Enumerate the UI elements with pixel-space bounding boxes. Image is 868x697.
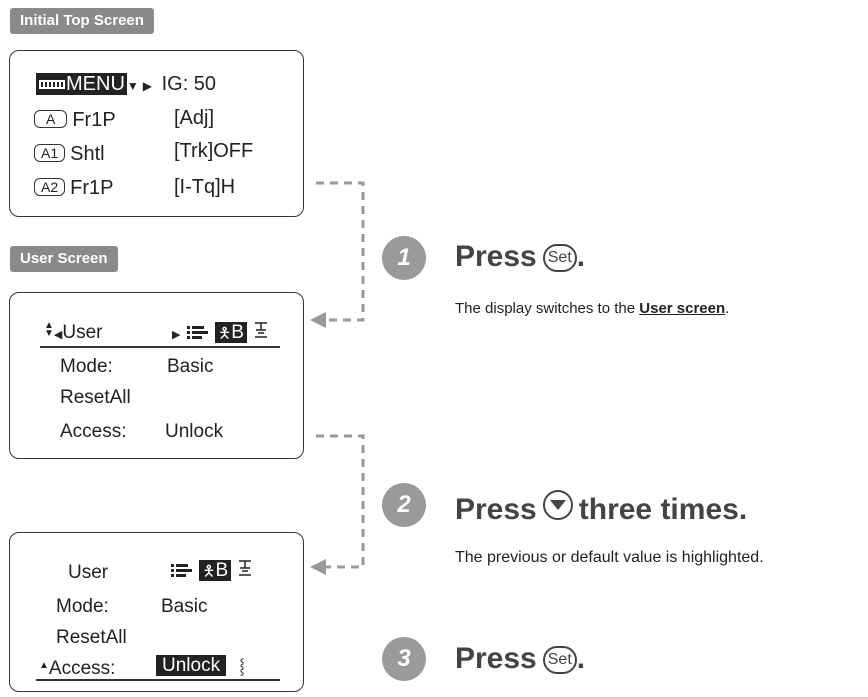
user-header-row: ▲▼◀User [44,321,103,347]
user-screen-label: User Screen [10,246,118,272]
row-a-value: [Adj] [174,107,215,129]
row-a-name: Fr1P [72,109,116,131]
right-arrow-icon: ▶ [172,329,181,341]
step-1-desc-prefix: The display switches to the [455,300,640,317]
access-value-highlight: Unlock [156,655,227,676]
person-icon-2: 🯅 [202,563,216,580]
tab-b-label-2: B [215,560,229,581]
set-key-icon: Set [542,244,577,272]
step-2-title: Press three times. [455,490,747,527]
list-tab-icon [186,326,208,339]
step-1-end: . [576,240,586,273]
mode-value-2: Basic [161,596,208,617]
row-a2-name: Fr1P [70,177,114,199]
user-title: User [62,322,103,343]
key-a-label: A [34,110,68,128]
user-header-rule [40,346,280,348]
step-3-number: 3 [382,637,426,681]
user-screen-panel-1: ▲▼◀User ▶ 🯅B Mode: Basic ResetAll Access… [9,292,304,459]
row-a1-name: Shtl [70,143,105,165]
user-screen-panel-2: User 🯅B Mode: Basic ResetAll ▲Access: Un… [9,532,304,692]
left-arrow-icon: ◀ [53,329,63,341]
menu-label: MENU [66,73,125,95]
row-a1-value: [Trk]OFF [174,140,254,162]
step-2-press: Press [455,493,537,526]
connector-2 [316,434,365,569]
set-key-icon-2: Set [542,646,577,674]
mode-value: Basic [167,356,214,377]
step-2-description: The previous or default value is highlig… [455,549,764,566]
connector-arrow-2 [310,559,326,575]
scroll-indicator-icon: ⸾ [239,658,245,675]
key-a2-label: A2 [34,178,66,196]
menu-icon [39,80,65,89]
access-rule-2 [36,679,280,681]
mode-label: Mode: [60,356,113,377]
up-arrow-icon: ▲ [39,660,49,671]
access-row-2: ▲Access: [39,654,115,681]
down-key-icon [542,490,573,520]
menu-down-arrow-icon: ▼ [126,79,139,93]
connector-arrow-1 [310,312,326,328]
initial-top-screen-label: Initial Top Screen [10,8,154,34]
menu-tab: MENU [36,73,127,95]
reset-all-item: ResetAll [60,387,131,408]
access-value: Unlock [165,421,224,442]
user-tabs: ▶ 🯅B [172,321,270,347]
tool-tab-icon [255,322,268,338]
list-tab-icon-2 [171,564,192,577]
reset-all-item-2: ResetAll [56,627,127,648]
step-1-desc-suffix: . [725,300,730,317]
menu-right-arrow-icon: ▶ [142,79,153,93]
user-b-tab-2: 🯅B [199,560,232,581]
tool-tab-icon-2 [239,560,252,576]
user-b-tab: 🯅B [215,322,247,343]
person-icon: 🯅 [218,325,232,342]
user-screen-link[interactable]: User screen [639,300,726,317]
ig-value: IG: 50 [161,73,217,95]
step-1-press: Press [455,240,537,273]
connector-1 [316,181,365,322]
user-title-2: User [68,562,109,583]
row-a2-value: [I-Tq]H [174,176,236,198]
up-down-arrow-icon: ▲▼ [44,320,54,339]
step-2-number: 2 [382,483,426,527]
user-tabs-2: 🯅B [170,559,254,584]
mode-label-2: Mode: [56,596,109,617]
step-1-number: 1 [382,236,426,280]
access-label: Access: [60,421,127,442]
step-1-description: The display switches to the User screen. [455,300,729,317]
step-2-end: three times. [578,493,748,526]
key-a1-label: A1 [34,144,66,162]
access-value-2: Unlock ⸾ [156,654,245,679]
step-3-press: Press [455,642,537,675]
menu-row: MENU▼▶ IG: 50 [36,72,216,98]
tab-b-label: B [231,322,244,343]
access-label-2: Access: [48,658,116,679]
step-3-end: . [576,642,586,675]
